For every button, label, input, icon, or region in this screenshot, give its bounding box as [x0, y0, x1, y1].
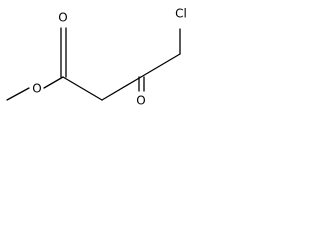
bonds — [6, 27, 181, 101]
atom-labels: O O O Cl — [32, 7, 187, 108]
ester-carbonyl-oxygen-label: O — [58, 11, 67, 25]
structure-diagram: O O O Cl — [0, 0, 192, 116]
ketone-oxygen-label: O — [136, 94, 145, 108]
bond-ketone-ch2cl — [140, 53, 181, 78]
ester-ether-oxygen-label: O — [32, 82, 41, 96]
bond-ester-ch2 — [62, 76, 103, 101]
bond-o-ester-carbon — [43, 76, 64, 89]
structure-svg: O O O Cl — [6, 7, 187, 108]
chlorine-label: Cl — [175, 7, 187, 21]
bond-ch2-ch2 — [101, 76, 142, 101]
bond-methyl-o — [6, 87, 30, 101]
